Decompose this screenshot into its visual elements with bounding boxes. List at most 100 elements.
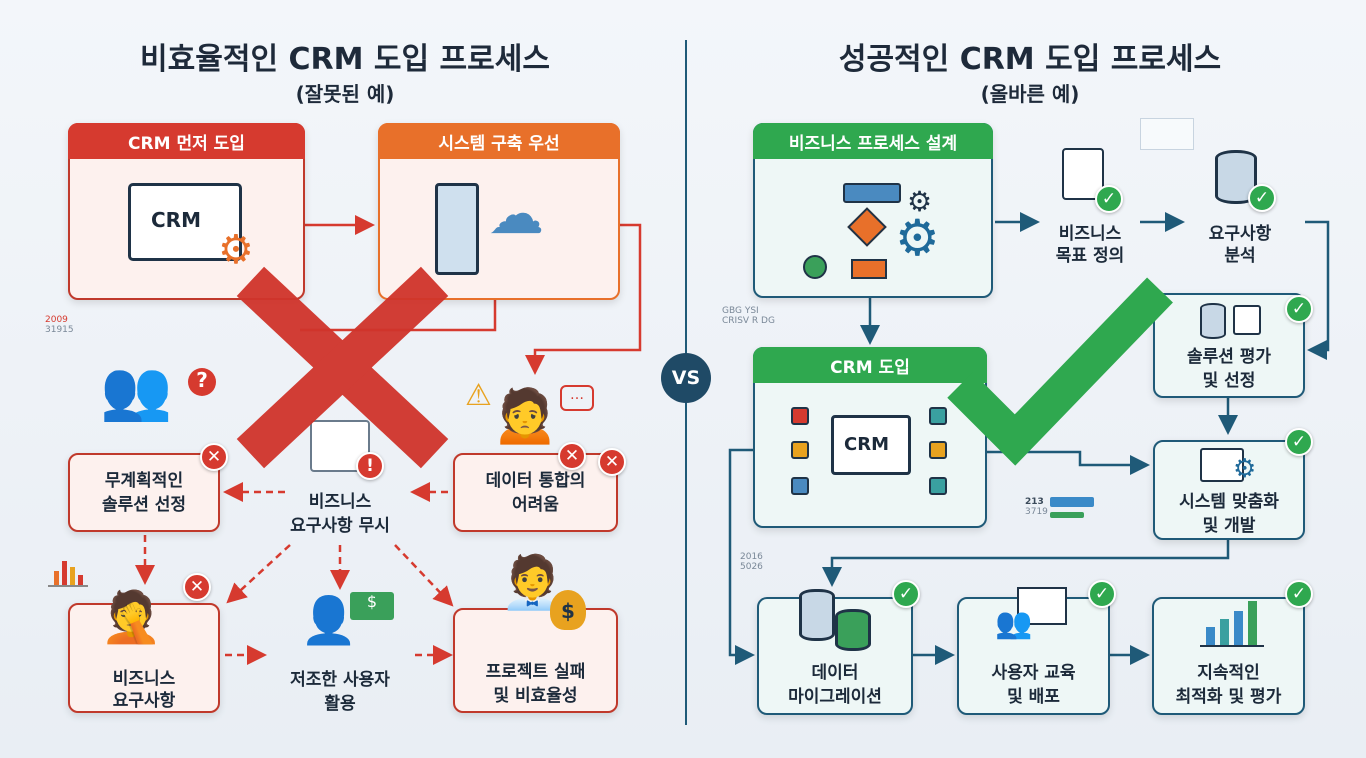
mini-stats-left: 2009 31915: [45, 315, 74, 335]
stat-label: 2009: [45, 315, 68, 325]
node-icon: [929, 477, 947, 495]
question-icon: ?: [188, 368, 216, 396]
customize-line2: 및 개발: [1202, 516, 1256, 536]
user-icon: 👤: [300, 593, 358, 647]
growth-chart-icon: [1200, 593, 1264, 647]
monitor-icon: CRM: [831, 415, 911, 475]
crm-first-header: CRM 먼저 도입: [68, 123, 305, 159]
left-title: 비효율적인 CRM 도입 프로세스: [140, 42, 550, 77]
stat-label: 213: [1025, 497, 1044, 507]
database-icon: [799, 589, 835, 641]
server-icon: [435, 183, 479, 275]
speech-bubble-icon: …: [560, 385, 594, 411]
system-first-header: 시스템 구축 우선: [378, 123, 620, 159]
stat-label: 3719: [1025, 507, 1048, 517]
process-design-header: 비즈니스 프로세스 설계: [753, 123, 993, 159]
gear-icon: ⚙: [895, 209, 940, 267]
money-bag-icon: $: [550, 590, 586, 630]
data-integration-line2: 어려움: [512, 495, 559, 515]
stressed-person-icon: 🤦: [100, 588, 163, 646]
right-subtitle: (올바른 예): [980, 82, 1080, 106]
check-badge-icon: ✓: [1285, 428, 1313, 456]
stat-label: CRISV R DG: [722, 316, 775, 326]
gear-icon: ⚙: [218, 227, 254, 273]
flowchart-icon: [843, 183, 901, 203]
node-icon: [929, 441, 947, 459]
monitor-icon: CRM: [128, 183, 242, 261]
mini-stats-right-a: GBG YSI CRISV R DG: [722, 306, 775, 326]
cloud-icon: ☁: [488, 182, 544, 247]
alert-icon: !: [356, 452, 384, 480]
worried-person-icon: 🙍: [490, 382, 560, 447]
business-req-line1: 비즈니스: [112, 669, 176, 689]
ignore-req-line2: 요구사항 무시: [290, 516, 390, 536]
goal-line2: 목표 정의: [1055, 246, 1125, 266]
goal-line1: 비즈니스: [1058, 224, 1122, 244]
business-req-line2: 요구사항: [112, 691, 176, 711]
check-badge-icon: ✓: [1285, 580, 1313, 608]
optimize-line2: 최적화 및 평가: [1175, 687, 1282, 707]
low-usage-line1: 저조한 사용자: [290, 670, 390, 690]
presentation-board-icon: [1017, 587, 1067, 625]
node-icon: [791, 477, 809, 495]
stat-label: 2016: [740, 552, 763, 562]
stat-label: GBG YSI: [722, 306, 759, 316]
warning-icon: ⚠: [465, 378, 492, 413]
x-badge-icon: ✕: [183, 573, 211, 601]
database-green-icon: [835, 609, 871, 651]
check-badge-icon: ✓: [1088, 580, 1116, 608]
check-badge-icon: ✓: [1248, 184, 1276, 212]
customize-box: ⚙ 시스템 맞춤화 및 개발: [1153, 440, 1305, 540]
migration-line2: 마이그레이션: [788, 687, 882, 707]
project-fail-line1: 프로젝트 실패: [485, 662, 586, 682]
check-badge-icon: ✓: [1095, 185, 1123, 213]
stat-bar: [1050, 512, 1084, 518]
monitor-label: CRM: [151, 208, 201, 232]
mini-stats-right-c: 2016 5026: [740, 552, 763, 572]
gear-small-icon: ⚙: [907, 185, 933, 218]
crm-intro-header: CRM 도입: [753, 347, 987, 383]
mini-chart-icon: [1140, 118, 1194, 150]
stat-label: 5026: [740, 562, 763, 572]
gear-icon: ⚙: [1233, 454, 1257, 484]
x-badge-icon: ✕: [200, 443, 228, 471]
training-line1: 사용자 교육: [991, 663, 1076, 683]
right-title: 성공적인 CRM 도입 프로세스: [838, 42, 1222, 77]
req-analysis-line2: 분석: [1224, 246, 1256, 266]
project-fail-box: 프로젝트 실패 및 비효율성: [453, 608, 618, 713]
unplanned-line1: 무계획적인: [104, 471, 184, 491]
low-usage-line2: 활용: [324, 694, 356, 714]
data-integration-line1: 데이터 통합의: [485, 471, 586, 491]
process-node-icon: [851, 259, 887, 279]
node-icon: [929, 407, 947, 425]
crm-first-box: CRM 먼저 도입 CRM ⚙: [68, 123, 305, 300]
training-line2: 및 배포: [1007, 687, 1060, 707]
node-icon: [791, 407, 809, 425]
checklist-icon: [1233, 305, 1261, 335]
solution-eval-box: 솔루션 평가 및 선정: [1153, 293, 1305, 398]
optimize-box: 지속적인 최적화 및 평가: [1152, 597, 1305, 715]
vs-badge: VS: [661, 353, 711, 403]
monitor-label: CRM: [844, 434, 889, 455]
check-badge-icon: ✓: [1285, 295, 1313, 323]
check-badge-icon: ✓: [892, 580, 920, 608]
audience-icon: 👥: [995, 606, 1033, 641]
optimize-line1: 지속적인: [1197, 663, 1260, 683]
business-req-box: 비즈니스 요구사항: [68, 603, 220, 713]
migration-box: 데이터 마이그레이션: [757, 589, 913, 715]
process-design-box: 비즈니스 프로세스 설계 ⚙ ⚙: [753, 123, 993, 298]
stat-bar: [1050, 497, 1094, 507]
training-box: 👥 사용자 교육 및 배포: [957, 587, 1110, 715]
project-fail-line2: 및 비효율성: [493, 686, 578, 706]
solution-eval-line1: 솔루션 평가: [1186, 347, 1272, 367]
req-analysis-line1: 요구사항: [1208, 224, 1272, 244]
crm-intro-box: CRM 도입 CRM: [753, 347, 987, 528]
stat-label: 31915: [45, 325, 74, 335]
customize-line1: 시스템 맞춤화: [1179, 492, 1279, 512]
start-node-icon: [803, 255, 827, 279]
confused-people-icon: 👥: [100, 356, 173, 424]
money-icon: $: [350, 592, 394, 620]
ignore-req-line1: 비즈니스: [308, 492, 372, 512]
